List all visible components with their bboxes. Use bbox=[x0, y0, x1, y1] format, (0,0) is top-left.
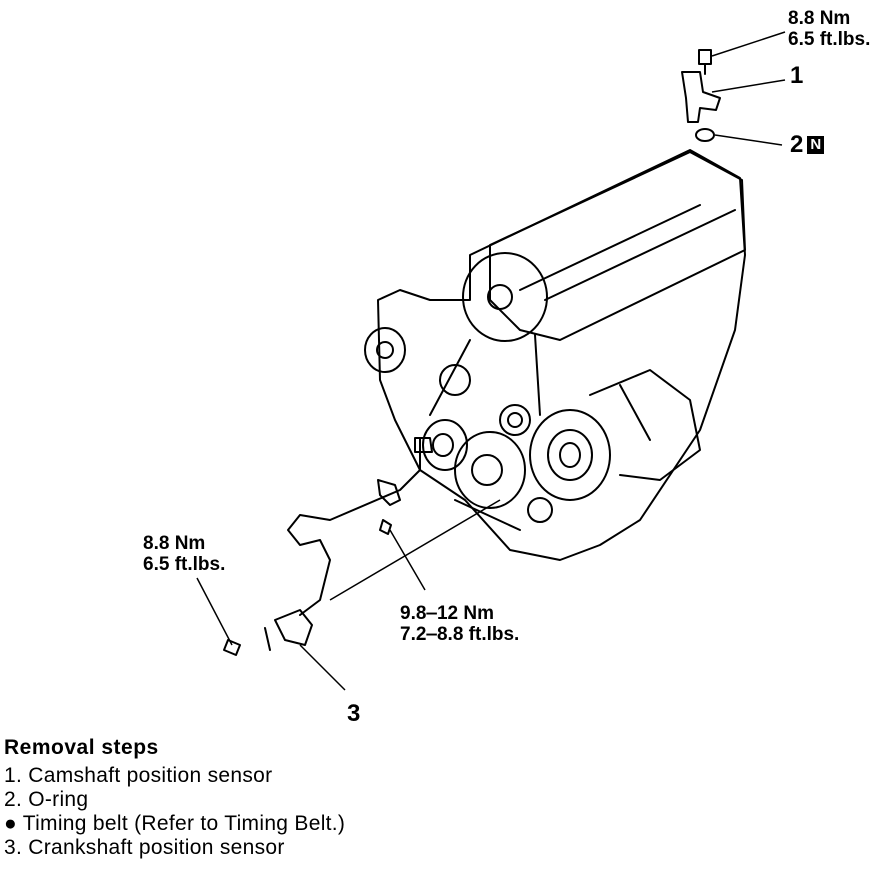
removal-step: 3. Crankshaft position sensor bbox=[4, 836, 285, 859]
callout-3: 3 bbox=[347, 700, 361, 727]
removal-step: 2. O-ring bbox=[4, 788, 89, 811]
leader-line-3 bbox=[299, 644, 346, 691]
removal-steps-title: Removal steps bbox=[4, 736, 159, 759]
leader-line-crank-bolt bbox=[196, 577, 233, 646]
torque-bracket-bolt: 9.8‒12 Nm 7.2‒8.8 ft.lbs. bbox=[400, 603, 519, 645]
camshaft-cover bbox=[489, 151, 746, 341]
non-reusable-badge: N bbox=[807, 136, 825, 154]
torque-value-nm: 9.8‒12 Nm bbox=[400, 603, 495, 624]
engine-diagram bbox=[196, 31, 786, 691]
camshaft-sensor-bolt bbox=[698, 49, 712, 65]
bracket-bolt bbox=[379, 519, 392, 535]
removal-steps: Removal steps 1. Camshaft position senso… bbox=[4, 736, 604, 860]
crank-sensor-bolt bbox=[223, 639, 241, 656]
torque-cam-bolt: 8.8 Nm 6.5 ft.lbs. bbox=[788, 8, 870, 50]
leader-line-bracket-bolt bbox=[389, 529, 426, 591]
tensioner-pulley bbox=[364, 327, 406, 373]
leader-line-2 bbox=[714, 134, 783, 146]
water-pump-pulley bbox=[529, 409, 611, 501]
crankshaft-pulley bbox=[454, 431, 526, 509]
removal-step: ● Timing belt (Refer to Timing Belt.) bbox=[4, 812, 346, 835]
camshaft-pulley bbox=[462, 252, 548, 342]
timing-belt bbox=[429, 334, 541, 531]
sensor-harness bbox=[287, 437, 421, 616]
leader-line-1 bbox=[711, 79, 786, 93]
torque-value-nm: 8.8 Nm bbox=[788, 8, 851, 29]
o-ring bbox=[695, 128, 715, 142]
camshaft-position-sensor bbox=[681, 71, 721, 123]
removal-step: 1. Camshaft position sensor bbox=[4, 764, 273, 787]
callout-2-number: 2 bbox=[790, 131, 804, 158]
torque-crank-bolt: 8.8 Nm 6.5 ft.lbs. bbox=[143, 533, 225, 575]
torque-value-ftlbs: 7.2‒8.8 ft.lbs. bbox=[400, 624, 520, 645]
idler-pulley bbox=[439, 364, 471, 396]
crankshaft-position-sensor bbox=[274, 609, 313, 646]
engine-block-outline bbox=[377, 149, 746, 561]
torque-value-ftlbs: 6.5 ft.lbs. bbox=[788, 29, 871, 50]
callout-1: 1 bbox=[790, 62, 804, 89]
alternator bbox=[589, 369, 701, 481]
leader-line-cam-bolt bbox=[711, 31, 786, 57]
torque-value-ftlbs: 6.5 ft.lbs. bbox=[143, 554, 226, 575]
harness-bracket bbox=[377, 479, 401, 506]
torque-value-nm: 8.8 Nm bbox=[143, 533, 206, 554]
